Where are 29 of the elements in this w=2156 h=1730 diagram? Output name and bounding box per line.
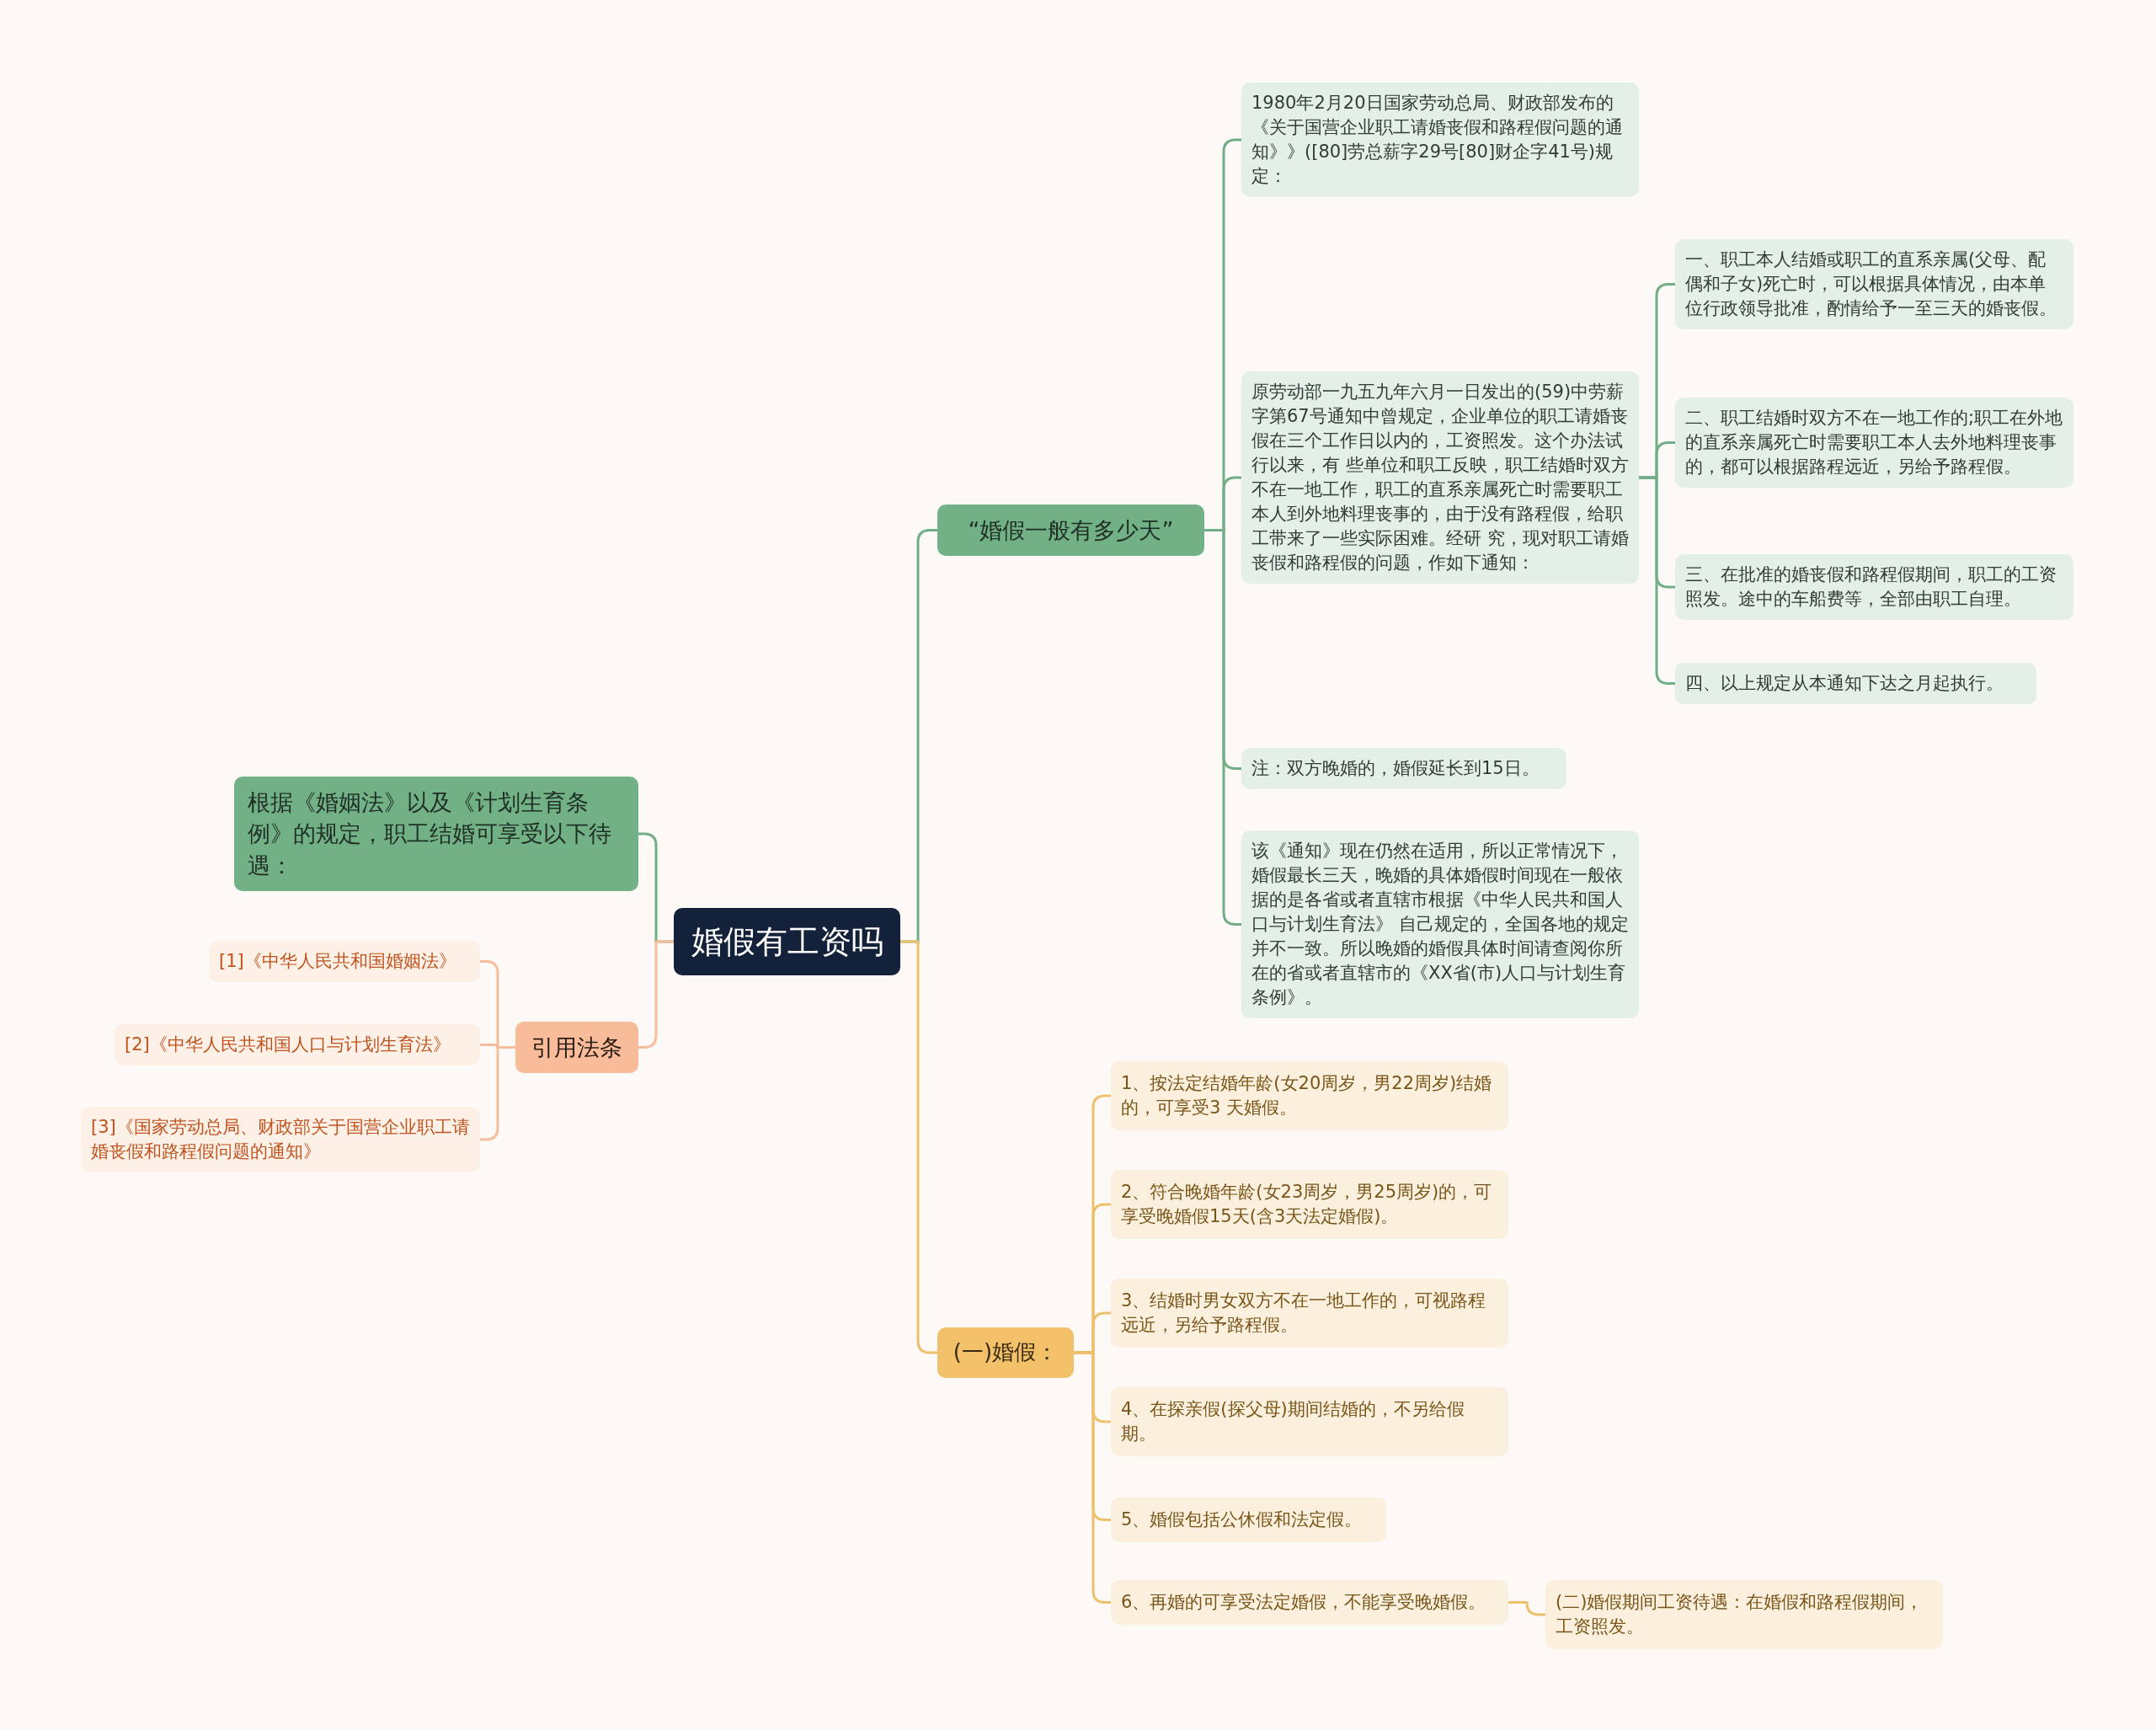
reference-card: [2]《中华人民共和国人口与计划生育法》 [115, 1024, 480, 1065]
connector-line [1508, 1601, 1545, 1616]
branch-topic: 根据《婚姻法》以及《计划生育条例》的规定，职工结婚可享受以下待遇： [234, 777, 638, 891]
note-card: 二、职工结婚时双方不在一地工作的;职工在外地的直系亲属死亡时需要职工本人去外地料理丧事的，都可以根据路程远近，另给予路程假。 [1675, 398, 2073, 488]
note-card: 1、按法定结婚年龄(女20周岁，男22周岁)结婚的，可享受3 天婚假。 [1111, 1061, 1508, 1130]
note-card: 注：双方晚婚的，婚假延长到15日。 [1241, 748, 1566, 789]
central-topic: 婚假有工资吗 [674, 908, 900, 976]
connector-line [900, 940, 937, 1354]
note-card: 5、婚假包括公休假和法定假。 [1111, 1498, 1386, 1542]
note-card: 6、再婚的可享受法定婚假，不能享受晚婚假。 [1111, 1580, 1508, 1625]
note-card: 2、符合晚婚年龄(女23周岁，男25周岁)的，可享受晚婚假15天(含3天法定婚假)。 [1111, 1170, 1508, 1239]
connector-line [480, 1046, 515, 1141]
branch-topic: (一)婚假： [937, 1327, 1074, 1378]
note-card: 4、在探亲假(探父母)期间结婚的，不另给假期。 [1111, 1387, 1508, 1456]
note-card: 三、在批准的婚丧假和路程假期间，职工的工资照发。途中的车船费等，全部由职工自理。 [1675, 554, 2073, 620]
note-card: (二)婚假期间工资待遇：在婚假和路程假期间，工资照发。 [1545, 1580, 1943, 1649]
branch-topic: “婚假一般有多少天” [937, 505, 1204, 557]
reference-card: [3]《国家劳动总局、财政部关于国营企业职工请婚丧假和路程假问题的通知》 [81, 1107, 480, 1172]
note-card: 四、以上规定从本通知下达之月起执行。 [1675, 663, 2036, 704]
connector-line [1204, 529, 1241, 926]
reference-card: [1]《中华人民共和国婚姻法》 [209, 941, 480, 982]
connector-line [1639, 476, 1675, 685]
note-card: 原劳动部一九五九年六月一日发出的(59)中劳薪字第67号通知中曾规定，企业单位的职工请婚丧假在三个工作日以内的，工资照发。这个办法试行以来，有 些单位和职工反映，职工结婚时双方不在一地工作，职工的直系亲属死亡时需要职工本人到外地料理丧事的，由于没有路程假，给职工带来了一些实际困难。经研 究，现对职工请婚丧假和路程假的问题，作如下通知： [1241, 371, 1639, 584]
branch-topic: 引用法条 [515, 1022, 638, 1074]
note-card: 3、结婚时男女双方不在一地工作的，可视路程远近，另给予路程假。 [1111, 1279, 1508, 1348]
note-card: 一、职工本人结婚或职工的直系亲属(父母、配偶和子女)死亡时，可以根据具体情况，由本单位行政领导批准，酌情给予一至三天的婚丧假。 [1675, 239, 2073, 329]
connector-line [638, 940, 674, 1049]
note-card: 1980年2月20日国家劳动总局、财政部发布的《关于国营企业职工请婚丧假和路程假问题的通知》》([80]劳总薪字29号[80]财企字41号)规定： [1241, 83, 1639, 197]
note-card: 该《通知》现在仍然在适用，所以正常情况下，婚假最长三天，晚婚的具体婚假时间现在一般依据的是各省或者直辖市根据《中华人民共和国人口与计划生育法》 自己规定的，全国各地的规定并不一致。所以晚婚的婚假具体时间请查阅你所在的省或者直辖市的《XX省(市)人口与计划生育条例》。 [1241, 830, 1639, 1018]
